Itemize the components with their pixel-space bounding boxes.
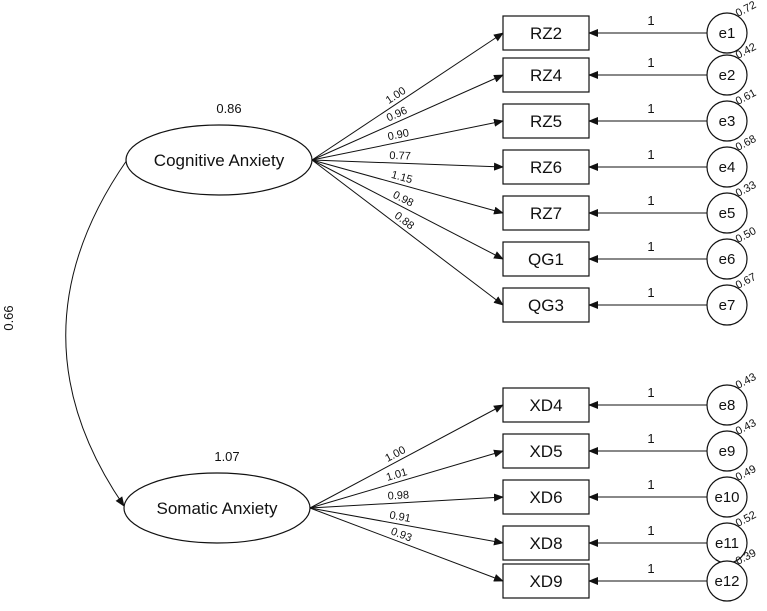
loading-label-xd9: 0.93 [389, 526, 413, 545]
indicator-label-qg3: QG3 [528, 296, 564, 315]
error-label-e3: e3 [719, 113, 736, 130]
error-label-e8: e8 [719, 397, 736, 414]
indicator-box-xd9 [502, 563, 590, 599]
indicator-label-rz7: RZ7 [530, 204, 562, 223]
error-circle-e9 [706, 430, 748, 472]
error-label-e5: e5 [719, 205, 736, 222]
indicator-box-qg3 [502, 287, 590, 323]
error-path-label-e6: 1 [647, 239, 654, 254]
indicator-label-xd9: XD9 [529, 572, 562, 591]
indicator-label-qg1: QG1 [528, 250, 564, 269]
error-label-e11: e11 [715, 535, 739, 552]
error-path-label-e10: 1 [647, 477, 654, 492]
loading-arrow-xd6 [309, 493, 504, 509]
loading-arrow-rz6 [311, 159, 504, 171]
loading-label-rz6: 0.77 [389, 150, 411, 163]
factor-label-cog: Cognitive Anxiety [154, 151, 285, 170]
error-path-label-e2: 1 [647, 55, 654, 70]
loading-arrow-xd9 [309, 507, 504, 582]
error-path-label-e3: 1 [647, 101, 654, 116]
error-circle-e7 [706, 284, 748, 326]
error-variance-e1: 0.72 [734, 0, 759, 20]
loading-label-qg1: 0.98 [391, 189, 416, 210]
error-label-e4: e4 [719, 159, 736, 176]
loading-label-xd5: 1.01 [385, 466, 409, 484]
error-label-e1: e1 [719, 25, 736, 42]
loading-arrow-qg1 [311, 159, 504, 260]
loading-label-rz7: 1.15 [390, 169, 414, 186]
loading-arrow-xd5 [309, 449, 504, 509]
loading-arrow-xd8 [309, 507, 504, 546]
loading-label-rz4: 0.96 [385, 105, 409, 125]
error-label-e6: e6 [719, 251, 736, 268]
indicator-box-rz5 [502, 103, 590, 139]
indicator-label-rz6: RZ6 [530, 158, 562, 177]
indicator-label-xd6: XD6 [529, 488, 562, 507]
error-circle-e4 [706, 146, 748, 188]
loading-arrow-rz2 [311, 32, 504, 161]
indicator-label-xd8: XD8 [529, 534, 562, 553]
loading-arrow-rz5 [311, 118, 504, 161]
factor-ellipse-som [123, 472, 311, 544]
loading-arrow-qg3 [311, 159, 504, 306]
indicator-label-rz2: RZ2 [530, 24, 562, 43]
indicator-box-rz7 [502, 195, 590, 231]
covariance-label: 0.66 [1, 305, 16, 330]
error-path-label-e12: 1 [647, 561, 654, 576]
indicator-box-rz4 [502, 57, 590, 93]
factor-label-som: Somatic Anxiety [157, 499, 278, 518]
error-circle-e8 [706, 384, 748, 426]
indicator-label-xd4: XD4 [529, 396, 562, 415]
loading-label-qg3: 0.88 [392, 210, 416, 233]
loading-arrow-xd4 [309, 404, 504, 509]
error-path-label-e8: 1 [647, 385, 654, 400]
loading-label-xd4: 1.00 [383, 444, 408, 465]
loading-arrow-rz4 [311, 74, 504, 161]
loading-label-rz2: 1.00 [384, 85, 408, 107]
error-path-label-e1: 1 [647, 13, 654, 28]
covariance-arrow [65, 150, 136, 507]
error-circle-e10 [706, 476, 748, 518]
error-circle-e3 [706, 100, 748, 142]
error-circle-e1 [706, 12, 748, 54]
error-circle-e6 [706, 238, 748, 280]
factor-ellipse-cog [125, 124, 313, 196]
loading-label-xd8: 0.91 [388, 509, 411, 525]
error-label-e7: e7 [719, 297, 736, 314]
error-label-e12: e12 [714, 573, 739, 590]
indicator-box-xd6 [502, 479, 590, 515]
indicator-box-xd4 [502, 387, 590, 423]
indicator-box-xd5 [502, 433, 590, 469]
indicator-box-rz6 [502, 149, 590, 185]
error-label-e9: e9 [719, 443, 736, 460]
error-variance-e8: 0.43 [734, 371, 759, 392]
error-circle-e12 [706, 560, 748, 602]
indicator-label-rz4: RZ4 [530, 66, 562, 85]
error-label-e2: e2 [719, 67, 736, 84]
error-path-label-e7: 1 [647, 285, 654, 300]
loading-label-rz5: 0.90 [387, 127, 410, 143]
error-path-label-e9: 1 [647, 431, 654, 446]
error-path-label-e5: 1 [647, 193, 654, 208]
indicator-box-rz2 [502, 15, 590, 51]
error-path-label-e4: 1 [647, 147, 654, 162]
indicator-label-xd5: XD5 [529, 442, 562, 461]
indicator-box-xd8 [502, 525, 590, 561]
indicator-label-rz5: RZ5 [530, 112, 562, 131]
error-circle-e2 [706, 54, 748, 96]
error-path-label-e11: 1 [647, 523, 654, 538]
error-circle-e5 [706, 192, 748, 234]
indicator-box-qg1 [502, 241, 590, 277]
loading-label-xd6: 0.98 [387, 489, 409, 502]
factor-variance-cog: 0.86 [216, 101, 241, 116]
factor-variance-som: 1.07 [214, 449, 239, 464]
error-label-e10: e10 [714, 489, 739, 506]
loading-arrow-rz7 [311, 159, 504, 215]
